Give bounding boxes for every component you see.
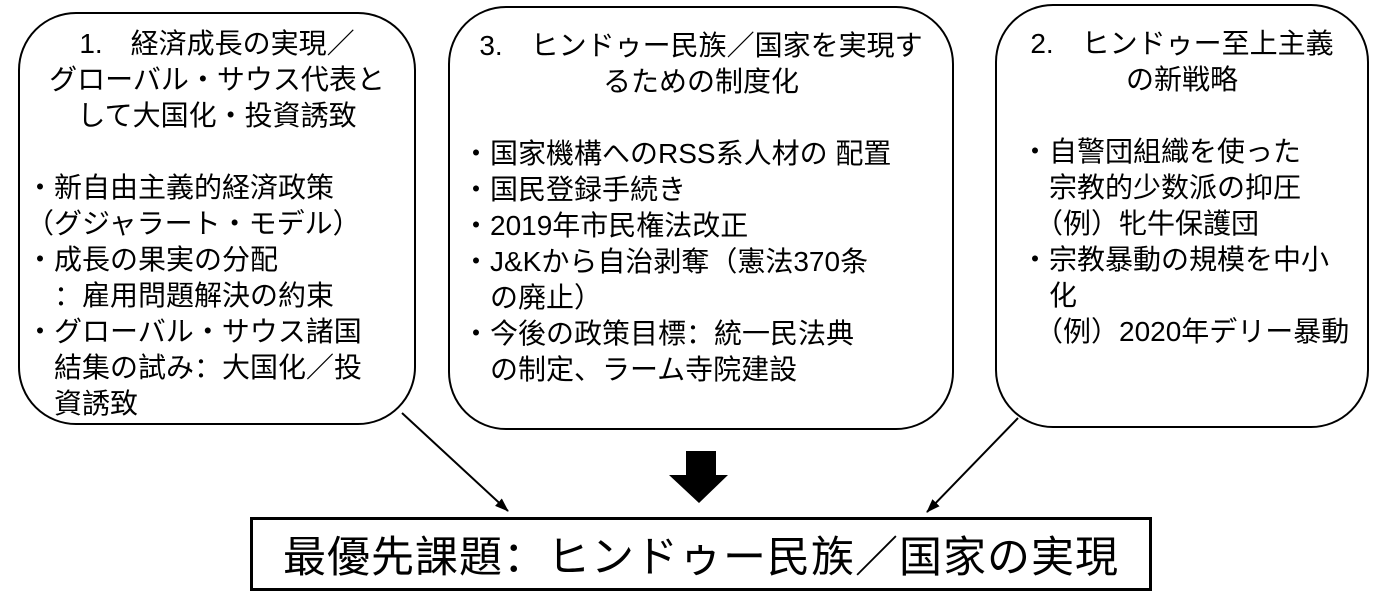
text-line: ：雇用問題解決の約束 bbox=[26, 280, 335, 311]
text-line: ・国家機構へのRSS系人材の 配置 bbox=[462, 138, 892, 169]
text-line: （例）牝牛保護団 bbox=[1021, 208, 1260, 239]
text-line: ・新自由主義的経済政策 bbox=[26, 172, 335, 203]
text-line: ・成長の果実の分配 bbox=[26, 244, 279, 275]
text-line: ・グローバル・サウス諸国 bbox=[26, 316, 362, 347]
text-line: 1. 経済成長の実現／ bbox=[79, 28, 355, 59]
down-block-arrow-icon bbox=[669, 451, 728, 503]
text-line: ・2019年市民権法改正 bbox=[462, 210, 749, 241]
box-body: ・国家機構へのRSS系人材の 配置・国民登録手続き・2019年市民権法改正・J&… bbox=[450, 136, 952, 388]
box-body: ・自警団組織を使った 宗教的少数派の抑圧 （例）牝牛保護団・宗教暴動の規模を中小… bbox=[997, 134, 1367, 350]
text-line: ・国民登録手続き bbox=[462, 174, 687, 205]
box-title: 2. ヒンドゥー至上主義の新戦略 bbox=[997, 26, 1367, 98]
conclusion-label: 最優先課題：ヒンドゥー民族／国家の実現 bbox=[283, 534, 1119, 582]
text-line: して大国化・投資誘致 bbox=[77, 100, 357, 131]
text-line: 2. ヒンドゥー至上主義 bbox=[1030, 28, 1334, 59]
topic-box-hindu-supremacy-strategy: 2. ヒンドゥー至上主義の新戦略 ・自警団組織を使った 宗教的少数派の抑圧 （例… bbox=[995, 4, 1369, 428]
box-title: 1. 経済成長の実現／ グローバル・サウス代表として大国化・投資誘致 bbox=[20, 26, 414, 134]
text-line: の制定、ラーム寺院建設 bbox=[462, 354, 798, 385]
text-line: 結集の試み：大国化／投 bbox=[26, 352, 363, 383]
text-line: の新戦略 bbox=[1125, 64, 1238, 95]
box-body: ・新自由主義的経済政策 （グジャラート・モデル） ・成長の果実の分配 ：雇用問題解決… bbox=[20, 170, 414, 422]
text-line: ・宗教暴動の規模を中小 bbox=[1021, 244, 1330, 275]
text-line: （グジャラート・モデル） bbox=[26, 208, 361, 239]
text-line: ・自警団組織を使った bbox=[1021, 136, 1302, 167]
text-line: グローバル・サウス代表と bbox=[49, 64, 385, 95]
text-line: 宗教的少数派の抑圧 bbox=[1021, 172, 1302, 203]
text-line: るための制度化 bbox=[602, 66, 799, 97]
topic-box-economic-growth: 1. 経済成長の実現／ グローバル・サウス代表として大国化・投資誘致 ・新自由主義… bbox=[18, 12, 416, 425]
conclusion-box: 最優先課題：ヒンドゥー民族／国家の実現 bbox=[250, 517, 1152, 591]
text-line: （例）2020年デリー暴動 bbox=[1021, 316, 1350, 347]
text-line: ・J&Kから自治剥奪（憲法370条 bbox=[462, 246, 869, 277]
text-line: ・今後の政策目標：統一民法典 bbox=[462, 318, 855, 349]
box-title: 3. ヒンドゥー民族／国家を実現するための制度化 bbox=[450, 28, 952, 100]
text-line: 化 bbox=[1021, 280, 1078, 311]
text-line: の廃止） bbox=[462, 282, 603, 313]
right-connector-arrow bbox=[926, 417, 1019, 513]
text-line: 資誘致 bbox=[26, 388, 139, 419]
text-line: 3. ヒンドゥー民族／国家を実現す bbox=[479, 30, 923, 61]
topic-box-institutionalization: 3. ヒンドゥー民族／国家を実現するための制度化 ・国家機構へのRSS系人材の … bbox=[448, 6, 954, 430]
